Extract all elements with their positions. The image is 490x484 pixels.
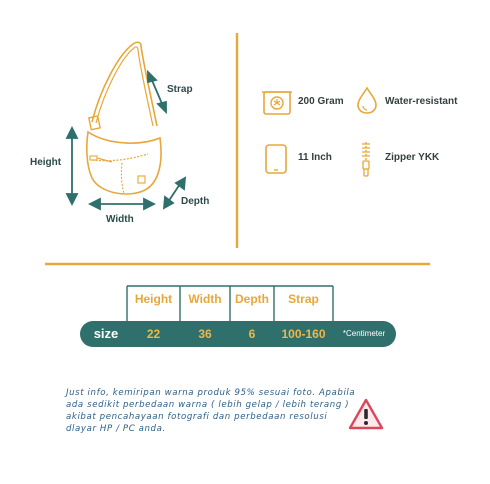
strap-label: Strap — [167, 84, 193, 95]
width-label: Width — [106, 214, 134, 225]
value-strap: 100-160 — [281, 327, 326, 341]
warning-icon — [348, 398, 384, 430]
depth-label: Depth — [181, 196, 210, 207]
value-width: 36 — [198, 327, 212, 341]
header-height: Height — [134, 292, 173, 306]
header-strap: Strap — [288, 292, 319, 306]
size-row-label: size — [93, 326, 119, 341]
size-table-header: Height Width Depth Strap — [126, 285, 334, 324]
spec-weight: 200 Gram — [298, 96, 344, 107]
spec-zipper: Zipper YKK — [385, 152, 440, 163]
spec-water: Water-resistant — [385, 96, 458, 107]
size-row: size 22 36 6 100-160 *Centimeter — [80, 321, 396, 347]
value-depth: 6 — [248, 327, 256, 341]
value-height: 22 — [146, 327, 161, 341]
unit-label: *Centimeter — [342, 329, 386, 338]
header-depth: Depth — [235, 292, 269, 306]
height-label: Height — [30, 157, 62, 168]
scale-icon — [262, 91, 292, 115]
zipper-icon — [362, 142, 370, 177]
spec-size: 11 Inch — [298, 152, 332, 163]
color-disclaimer: Just info, kemiripan warna produk 95% se… — [66, 388, 356, 434]
header-width: Width — [188, 292, 222, 306]
water-drop-icon — [357, 86, 377, 114]
tablet-icon — [265, 144, 287, 174]
